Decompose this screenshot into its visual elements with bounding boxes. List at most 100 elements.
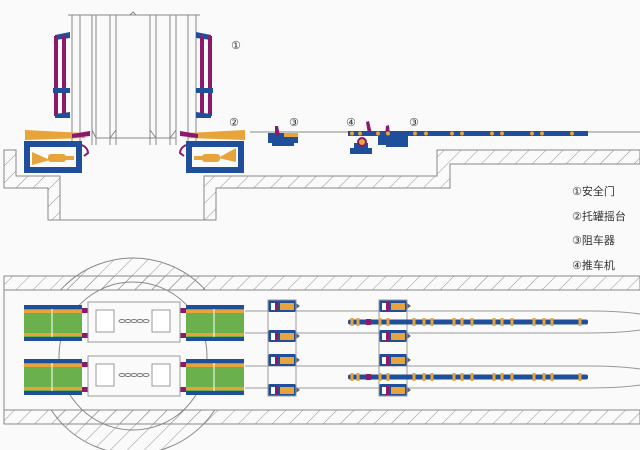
legend-item-car-pusher: ④推车机 [572,258,615,272]
chain-roller [460,318,464,326]
stopper-window [382,303,388,310]
stopper-arm [275,356,278,365]
track-wheel [413,131,417,136]
pusher-dog [366,374,371,380]
chain-roller [356,373,360,381]
stopper-window [271,303,277,310]
chain-roller [430,373,434,381]
foundation [3,149,640,221]
stopper-spring [391,333,405,340]
gate-hinge [82,387,88,392]
legend: ①安全门 ②托罐摇台 ③阻车器 ④推车机 [572,180,626,278]
track-top [348,131,588,136]
chain-roller [492,373,496,381]
track-wheel [500,131,504,136]
chain-roller [500,373,504,381]
gate-hinge [180,362,186,367]
stopper-tip [296,333,300,339]
stopper-window [271,357,277,364]
deck-rail [24,364,82,367]
track-wheel [490,131,494,136]
callout-safety-gate: ① [231,39,241,52]
deck-rail [186,310,244,313]
legend-item-safety-gate: ①安全门 [572,185,615,198]
chain-roller [452,318,456,326]
elevation-view: ① ② ③ ④ ③ [3,11,640,221]
stopper-arm [386,386,389,395]
deck-rail [186,387,244,390]
stopper-window [271,387,277,394]
track-wheel [386,131,390,136]
deck-floor [186,309,244,337]
stopper-unit [268,330,300,342]
stopper-arm [386,332,389,341]
chain-roller [452,373,456,381]
plan-car-stoppers [267,299,411,397]
stopper-frame [378,299,408,397]
chain-roller [412,318,416,326]
gate-hinge [82,333,88,338]
chain-roller [350,373,354,381]
gate-hinge [82,308,88,313]
shaft-inner-circle [58,281,208,431]
callout-car-stopper-right: ③ [409,116,419,129]
gate-hinge [180,387,186,392]
chain-roller [500,318,504,326]
stopper-tip [407,333,411,339]
chain-link [142,373,150,377]
chain-roller [542,318,546,326]
stopper-unit [379,300,411,312]
stopper-unit [379,384,411,396]
stopper-spring [391,357,405,364]
chain-roller [430,318,434,326]
track-wheel [540,131,544,136]
stopper-window [382,387,388,394]
cage-decks [24,301,244,397]
stopper-spring [280,387,294,394]
legend-item-cage-platform: ②托罐摇台 [572,209,626,223]
track-wheel [350,131,354,136]
wall-top [3,275,640,291]
gate-hinge [180,308,186,313]
callout-car-stopper-left: ③ [289,116,299,129]
callout-car-pusher: ④ [346,116,356,129]
chain-roller [532,373,536,381]
stopper-unit [268,300,300,312]
track-wheel [376,131,380,136]
stopper-unit [268,354,300,366]
legend-item-car-stopper: ③阻车器 [572,234,615,247]
deck-rail [24,333,82,336]
deck-floor [24,309,82,337]
pusher-chain [348,374,588,380]
stopper-tip [407,387,411,393]
chain-roller [470,318,474,326]
chain-roller [386,373,390,381]
cage-deck [24,359,88,395]
chain-roller [510,318,514,326]
stopper-unit [379,354,411,366]
stopper-unit [379,330,411,342]
chain-roller [350,318,354,326]
chain-roller [578,373,582,381]
stopper-arm [386,356,389,365]
car-pusher [350,121,372,154]
stopper-arm [275,332,278,341]
cage-platform-right [178,130,245,173]
stopper-arm [275,302,278,311]
stopper-arm [386,302,389,311]
cage-box [95,309,115,333]
deck-rail [24,387,82,390]
chain-roller [532,318,536,326]
deck-rail [186,364,244,367]
stopper-spring [280,303,294,310]
rails [245,310,640,389]
deck-rail [24,310,82,313]
pusher-dog [366,319,371,325]
chain-roller [386,318,390,326]
safety-gate-left [53,32,70,118]
cage-deck [24,305,88,341]
chain-roller [422,373,426,381]
chain-roller [470,373,474,381]
chain-roller [492,318,496,326]
cage-deck [180,359,244,395]
